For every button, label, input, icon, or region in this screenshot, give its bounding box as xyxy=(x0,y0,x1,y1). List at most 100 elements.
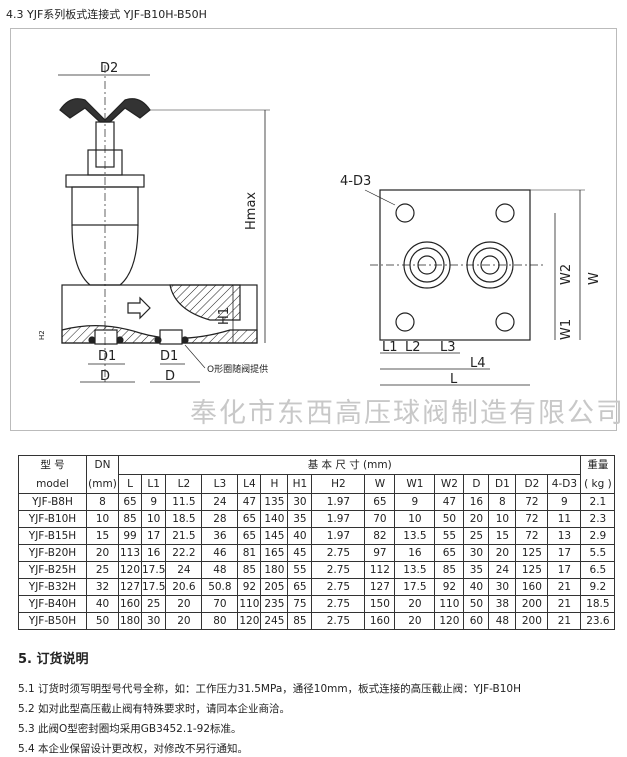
label-d-right: D xyxy=(165,369,175,384)
column-header: W xyxy=(364,474,396,494)
model-cell: YJF-B10H xyxy=(18,510,87,528)
value-cell: 2.3 xyxy=(580,510,616,528)
value-cell: 165 xyxy=(260,544,289,562)
value-cell: 20 xyxy=(394,595,436,613)
value-cell: 110 xyxy=(237,595,262,613)
label-d-left: D xyxy=(100,369,110,384)
value-cell: 65 xyxy=(237,510,262,528)
value-cell: 70 xyxy=(364,510,396,528)
value-cell: 50.8 xyxy=(201,578,239,596)
value-cell: 72 xyxy=(515,510,549,528)
value-cell: 24 xyxy=(488,561,517,579)
value-cell: 50 xyxy=(434,510,465,528)
value-cell: 17 xyxy=(547,544,582,562)
section-title: 4.3 YJF系列板式连接式 YJF-B10H-B50H xyxy=(6,8,207,21)
model-cell: YJF-B50H xyxy=(18,612,87,630)
value-cell: 20 xyxy=(488,544,517,562)
value-cell: 65 xyxy=(287,578,313,596)
label-d1-right: D1 xyxy=(160,349,178,364)
label-oring: O形圈随阀提供 xyxy=(207,363,268,375)
value-cell: 47 xyxy=(237,493,262,511)
value-cell: 5.5 xyxy=(580,544,616,562)
value-cell: 17.5 xyxy=(140,561,167,579)
value-cell: 120 xyxy=(434,612,465,630)
note-5-3: 5.3 此阀O型密封圈均采用GB3452.1-92标准。 xyxy=(18,723,242,735)
value-cell: 10 xyxy=(394,510,436,528)
column-header: D1 xyxy=(488,474,517,494)
value-cell: 35 xyxy=(287,510,313,528)
weight-sub: ( kg ) xyxy=(580,474,616,494)
value-cell: 17 xyxy=(140,527,167,545)
value-cell: 55 xyxy=(434,527,465,545)
value-cell: 140 xyxy=(260,510,289,528)
valve-technical-drawing: D2 Hmax H1 H2 D1 D1 D D O形圈随阀提供 4-D3 W W… xyxy=(38,61,602,387)
value-cell: 28 xyxy=(201,510,239,528)
value-cell: 20 xyxy=(394,612,436,630)
value-cell: 21 xyxy=(547,595,582,613)
column-header: L xyxy=(118,474,142,494)
note-5-4: 5.4 本企业保留设计更改权，对修改不另行通知。 xyxy=(18,743,249,755)
value-cell: 21 xyxy=(547,578,582,596)
value-cell: 2.75 xyxy=(311,612,366,630)
note-5-2: 5.2 如对此型高压截止阀有特殊要求时，请同本企业商洽。 xyxy=(18,703,291,715)
value-cell: 80 xyxy=(201,612,239,630)
note-5-1: 5.1 订货时须写明型号代号全称，如：工作压力31.5MPa，通径10mm，板式… xyxy=(18,683,522,695)
value-cell: 15 xyxy=(488,527,517,545)
value-cell: 16 xyxy=(394,544,436,562)
dn-header: DN xyxy=(86,455,119,475)
value-cell: 85 xyxy=(237,561,262,579)
value-cell: 2.1 xyxy=(580,493,616,511)
value-cell: 81 xyxy=(237,544,262,562)
value-cell: 11.5 xyxy=(165,493,203,511)
value-cell: 85 xyxy=(287,612,313,630)
column-header: W2 xyxy=(434,474,465,494)
value-cell: 82 xyxy=(364,527,396,545)
model-sub: model xyxy=(18,474,87,494)
value-cell: 9 xyxy=(547,493,582,511)
label-l3: L3 xyxy=(440,340,456,355)
value-cell: 13.5 xyxy=(394,527,436,545)
value-cell: 10 xyxy=(488,510,517,528)
value-cell: 48 xyxy=(488,612,517,630)
label-w: W xyxy=(587,272,602,285)
value-cell: 13 xyxy=(547,527,582,545)
value-cell: 127 xyxy=(364,578,396,596)
model-cell: YJF-B25H xyxy=(18,561,87,579)
value-cell: 20 xyxy=(86,544,119,562)
value-cell: 25 xyxy=(463,527,490,545)
value-cell: 125 xyxy=(515,544,549,562)
value-cell: 2.75 xyxy=(311,561,366,579)
value-cell: 55 xyxy=(287,561,313,579)
column-header: L2 xyxy=(165,474,203,494)
model-cell: YJF-B8H xyxy=(18,493,87,511)
value-cell: 23.6 xyxy=(580,612,616,630)
column-header: H1 xyxy=(287,474,313,494)
value-cell: 235 xyxy=(260,595,289,613)
dims-header: 基 本 尺 寸 (mm) xyxy=(117,455,582,475)
value-cell: 9.2 xyxy=(580,578,616,596)
value-cell: 65 xyxy=(364,493,396,511)
value-cell: 1.97 xyxy=(311,510,366,528)
value-cell: 160 xyxy=(364,612,396,630)
value-cell: 35 xyxy=(463,561,490,579)
value-cell: 97 xyxy=(364,544,396,562)
value-cell: 2.75 xyxy=(311,578,366,596)
column-header: H2 xyxy=(311,474,366,494)
value-cell: 65 xyxy=(237,527,262,545)
value-cell: 2.9 xyxy=(580,527,616,545)
value-cell: 72 xyxy=(515,493,549,511)
value-cell: 180 xyxy=(260,561,289,579)
value-cell: 8 xyxy=(488,493,517,511)
value-cell: 40 xyxy=(463,578,490,596)
value-cell: 48 xyxy=(201,561,239,579)
value-cell: 15 xyxy=(86,527,119,545)
column-header: L4 xyxy=(237,474,262,494)
value-cell: 200 xyxy=(515,595,549,613)
value-cell: 2.75 xyxy=(311,544,366,562)
label-w2: W2 xyxy=(559,264,574,285)
